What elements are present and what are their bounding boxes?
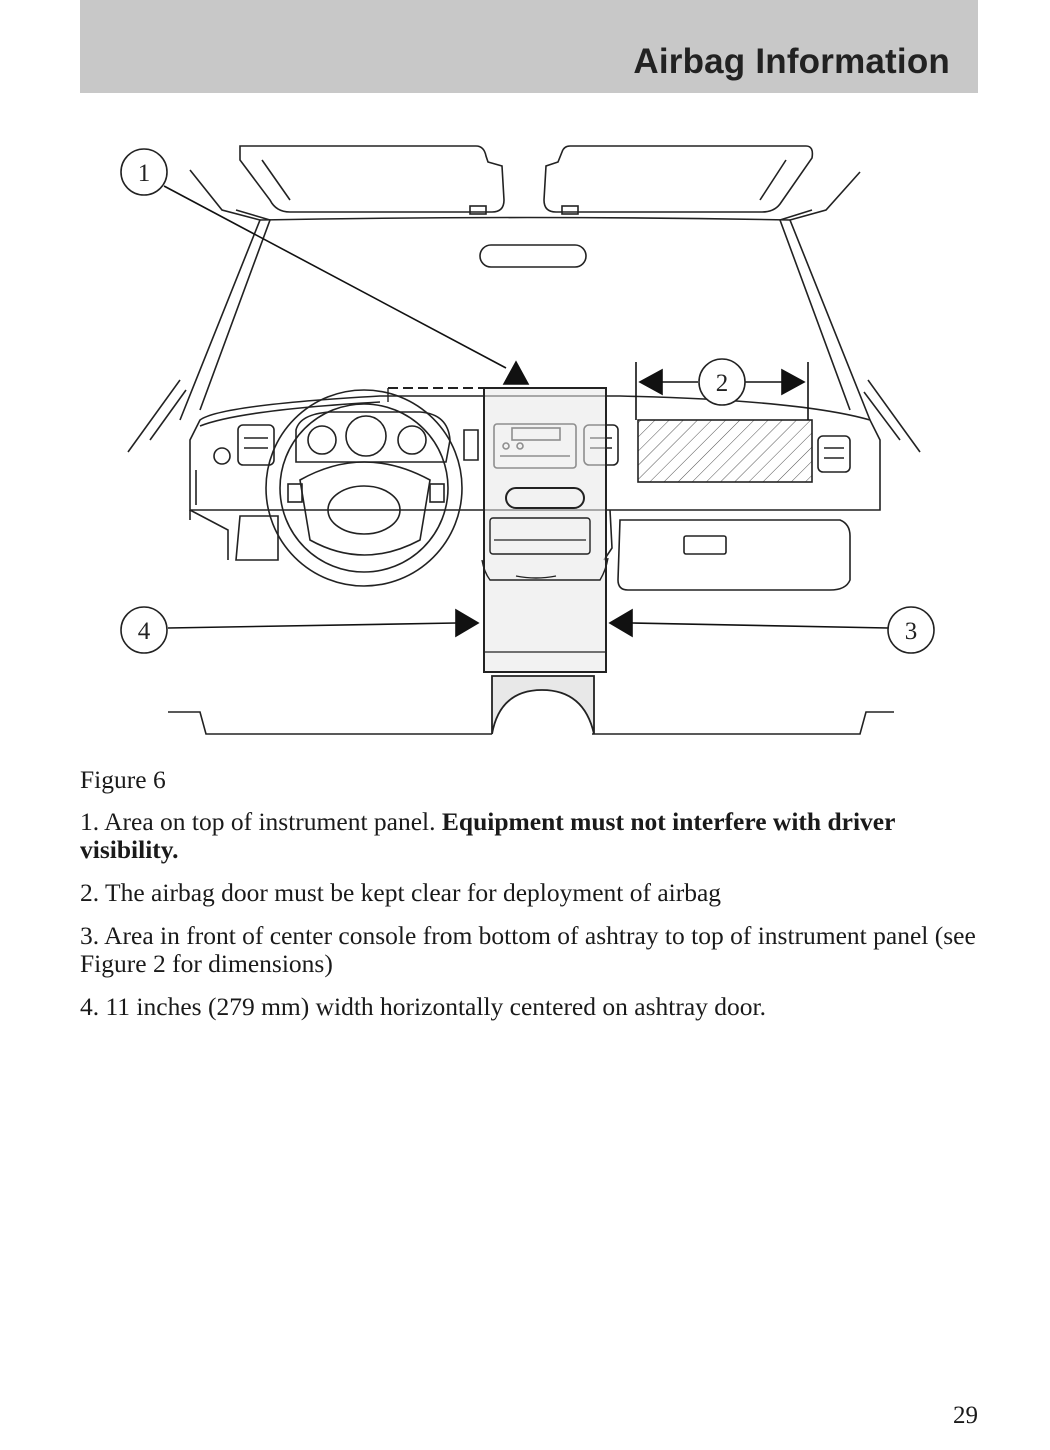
callout-3 bbox=[887, 606, 935, 654]
item-3: 3. Area in front of center console from … bbox=[80, 921, 976, 978]
page-number: 29 bbox=[953, 1402, 978, 1429]
figure-description: Figure 6 1. Area on top of instrument pa… bbox=[80, 766, 978, 1036]
item-1: 1. Area on top of instrument panel. Equi… bbox=[80, 808, 978, 864]
dashboard-figure: 1 2 3 4 bbox=[120, 145, 935, 735]
header-band: Airbag Information bbox=[80, 0, 978, 93]
item-2: 2. The airbag door must be kept clear fo… bbox=[80, 878, 722, 907]
center-console bbox=[387, 387, 609, 735]
callout-3-label: 3 bbox=[905, 618, 918, 645]
callout-1 bbox=[120, 148, 168, 196]
figure-caption: Figure 6 bbox=[80, 765, 166, 794]
arrows bbox=[163, 185, 889, 638]
item-4: 4. 11 inches (279 mm) width horizontally… bbox=[80, 992, 766, 1021]
callout-4 bbox=[120, 606, 168, 654]
callout-1-label: 1 bbox=[138, 160, 151, 187]
callout-2 bbox=[698, 358, 746, 406]
item-1-warning: Equipment must not interfere with driver… bbox=[80, 807, 895, 864]
windshield-frame bbox=[127, 145, 921, 453]
callout-4-label: 4 bbox=[138, 618, 151, 645]
callout-2-label: 2 bbox=[716, 370, 729, 397]
callout-circles bbox=[120, 148, 935, 654]
page-title: Airbag Information bbox=[633, 42, 950, 81]
item-1-text: 1. Area on top of instrument panel. bbox=[80, 807, 442, 836]
